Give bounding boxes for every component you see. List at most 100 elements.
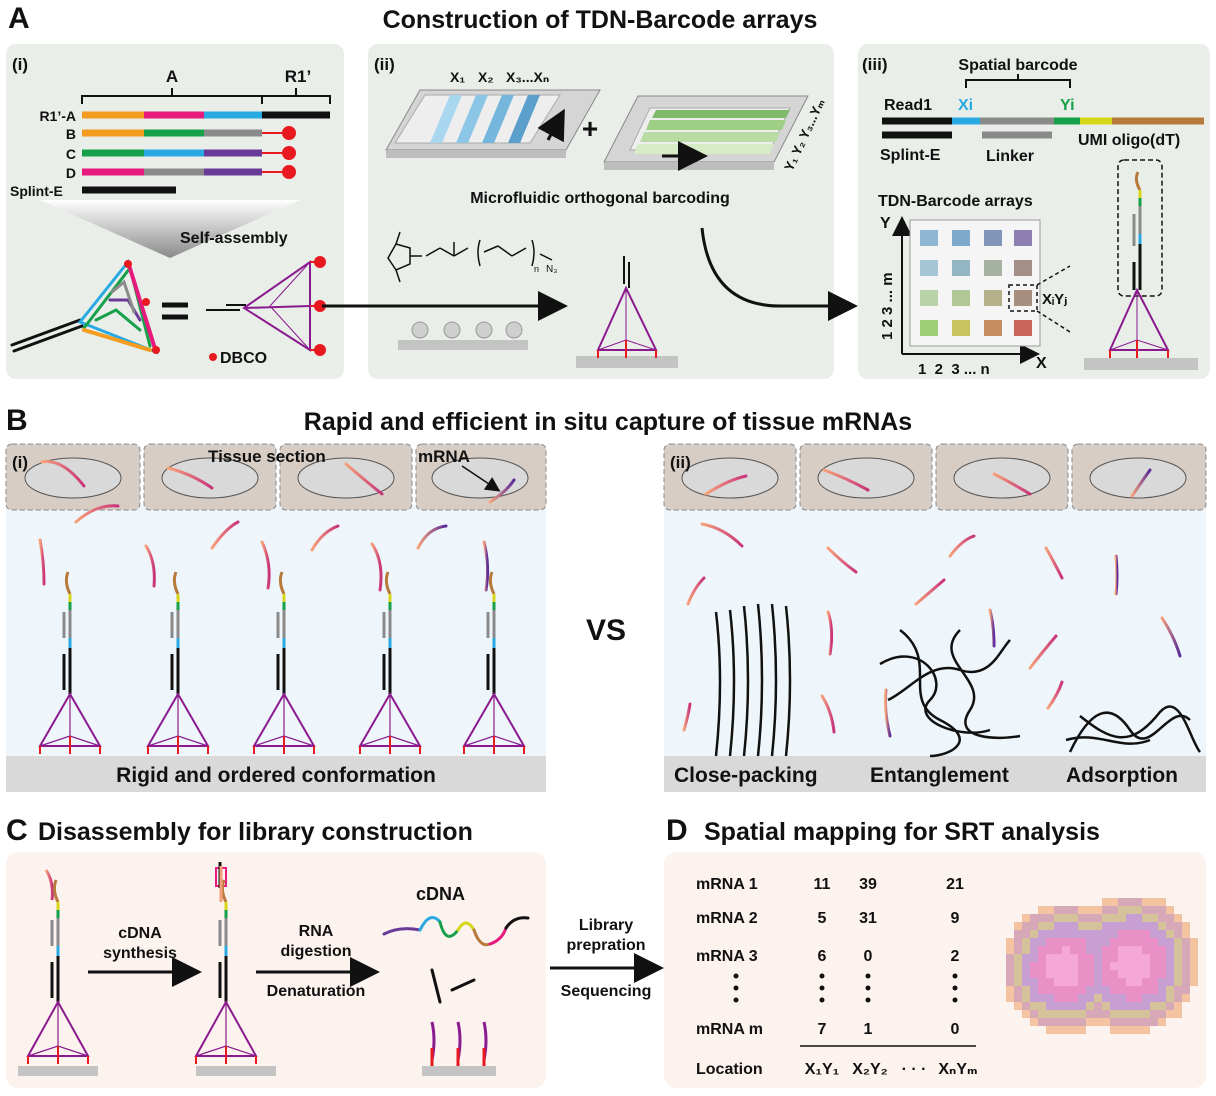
panel-b-ii-bg [664,506,1206,764]
assembled-tetrahedron [10,258,159,355]
peg-n3: N₃ [546,264,557,275]
chip-y [603,95,809,170]
probe-c-after [194,862,276,1076]
row-3-v3: 2 [951,948,960,965]
row-2-name: mRNA 2 [696,910,758,927]
tissue-mrnas-b-ii [704,468,1152,498]
count-matrix: mRNA 1 11 39 21 mRNA 2 5 31 9 mRNA 3 6 0… [696,876,978,1078]
splint-label: Splint-E [880,147,941,164]
probe-a-iii-base [1084,358,1198,370]
sequencing-label: Sequencing [561,983,652,1000]
xy-label: XᵢYⱼ [1042,291,1067,308]
section-b-title: Rapid and efficient in situ capture of t… [304,408,912,436]
yi-label: Yi [1060,97,1075,114]
library-prep-line2: prepration [566,937,645,954]
free-mrnas-b-ii [682,522,1182,738]
spatial-barcode-bracket [965,74,1071,88]
row-1-v3: 21 [946,876,964,893]
x-channel-2: X₂ [478,69,494,85]
cdna-synthesis-line1: cDNA [118,925,162,942]
denaturation-label: Denaturation [267,983,366,1000]
entangled-chains [879,629,1021,758]
schematic-dbco [310,256,326,356]
strand-label-d: D [66,165,76,181]
brackets [81,88,331,104]
assembled-dbco [124,260,160,354]
chip-x-arrow [537,108,565,143]
strand-label-r1a: R1’-A [39,108,76,124]
panel-b-ii-label: (ii) [670,453,691,472]
xi-label: Xi [958,97,973,114]
tissue-section-label: Tissue section [208,447,326,466]
panel-a-ii-label: (ii) [374,55,395,74]
panel-a-i-label: (i) [12,55,28,74]
rigid-label: Rigid and ordered conformation [116,764,436,787]
rna-digestion-line1: RNA [299,923,334,940]
row-1-name: mRNA 1 [696,876,758,893]
dbco-legend-dot [209,353,217,361]
vs-label: VS [586,614,626,647]
panel-a-iii-label: (iii) [862,55,888,74]
adsorbed-chains [1065,705,1202,753]
equals-sign [162,302,188,320]
location-1: X₁Y₁ [805,1061,840,1078]
section-c-letter: C [6,814,28,847]
panel-b-ii-base [664,756,1206,792]
axis-x-label: X [1036,355,1047,372]
linker-label: Linker [986,148,1034,165]
probes-b-i [38,571,526,754]
panel-c [6,852,546,1088]
cdna-synthesis-line2: synthesis [103,945,177,962]
selected-spot-outline [1008,284,1038,312]
stripped-probes [422,1021,496,1076]
strand-label-b: B [66,126,76,142]
anchored-tetrahedron-a-ii [576,256,678,368]
row-m-name: mRNA m [696,1021,763,1038]
row-2-v2: 31 [859,910,877,927]
row-m-v1: 7 [818,1021,827,1038]
axis-y-label: Y [880,215,891,232]
row-m-v3: 0 [951,1021,960,1038]
read1-label: Read1 [884,97,932,114]
panel-b-i-label: (i) [12,453,28,472]
probe-zoom-outline [1117,159,1163,297]
panel-b-i-base [6,756,546,792]
probe-a-iii [1108,171,1170,360]
spatial-expression-map [1006,898,1198,1034]
location-dots: · · · [902,1061,927,1078]
array-spots [920,230,1032,336]
zoom-lines [1036,265,1071,333]
close-packing-label: Close-packing [674,764,818,787]
section-c-title: Disassembly for library construction [38,818,473,846]
strand-label-c: C [66,146,76,162]
bracket-a-label: A [166,67,178,86]
rna-digestion-line2: digestion [280,943,351,960]
peg-n-subscript: n [534,264,539,274]
location-label: Location [696,1061,763,1078]
released-cdna [382,916,530,1004]
spatial-barcode-label: Spatial barcode [958,57,1077,74]
entanglement-label: Entanglement [870,764,1009,787]
self-assembly-label: Self-assembly [180,230,288,247]
probe-c-before [18,869,98,1076]
close-packed-chains [714,603,792,757]
arrow-a-ii-to-iii [700,227,858,321]
x-channel-1: X₁ [450,69,465,85]
umi-label: UMI oligo(dT) [1078,132,1180,149]
location-n: XₙYₘ [938,1061,977,1078]
row-m-v2: 1 [864,1021,873,1038]
adsorption-label: Adsorption [1066,764,1178,787]
dbco-tags [262,126,296,179]
row-1-v2: 39 [859,876,877,893]
section-d-letter: D [666,814,688,847]
array-axes [892,216,1040,364]
row-2-v3: 9 [951,910,960,927]
cdna-label: cDNA [416,884,465,904]
section-a-title: Construction of TDN-Barcode arrays [383,6,818,34]
row-2-v1: 5 [818,910,827,927]
array-title: TDN-Barcode arrays [878,193,1033,210]
library-prep-line1: Library [579,917,633,934]
tissue-mrnas-b-i [40,460,516,504]
row-3-name: mRNA 3 [696,948,758,965]
